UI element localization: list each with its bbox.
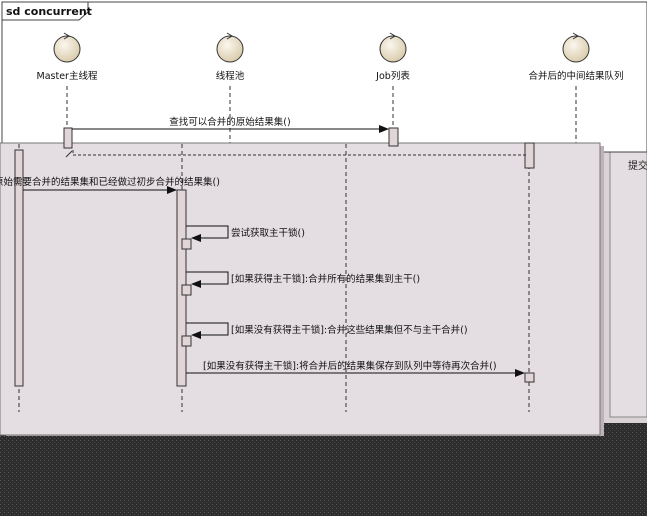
lifeline-master: Master主线程 [37,32,98,143]
side-window-label: 提交 [628,159,647,172]
lifeline-label: 合并后的中间结果队列 [528,70,623,82]
lifeline-label: Master主线程 [37,70,98,82]
activation-master-top [63,127,73,149]
self-message-arrow [186,225,229,242]
self-message-arrow [186,271,229,288]
background-band [0,422,647,516]
diagram-frame: sd concurrent [1,1,647,153]
lifeline-label: 线程池 [216,70,245,82]
self-message-arrow [186,322,229,339]
control-object-icon [216,32,244,63]
message-label: [如果没有获得主干锁]:将合并后的结果集保存到队列中等待再次合并() [203,360,497,372]
activation-pool-nested [181,284,192,296]
activation-master [14,149,24,387]
control-object-icon [53,32,81,63]
activation-queue-top [524,142,535,169]
message-label: 原始需要合并的结果集和已经做过初步合并的结果集() [0,176,220,188]
activation-pool-nested [181,238,192,250]
message-label: 尝试获取主干锁() [231,227,305,239]
lifeline-label: Job列表 [375,70,410,82]
message-label: [如果获得主干锁]:合并所有的结果集到主干() [231,273,420,285]
message-label: 查找可以合并的原始结果集() [169,116,290,128]
return-message [72,150,528,156]
frame-title: sd concurrent [6,5,92,18]
lifeline-queue: 合并后的中间结果队列 [528,32,624,143]
side-window: 提交 [600,143,647,423]
message-label: [如果没有获得主干锁]:合并这些结果集但不与主干合并() [231,324,468,336]
activation-pool-nested [181,335,192,347]
frame-tab [1,1,89,21]
lifeline-pool: 线程池 [216,32,245,143]
overlay-panel [0,142,604,436]
control-object-icon [562,32,590,63]
lifeline-job: Job列表 [375,32,410,143]
control-object-icon [379,32,407,63]
activation-job [388,127,399,147]
activation-queue [524,372,535,383]
